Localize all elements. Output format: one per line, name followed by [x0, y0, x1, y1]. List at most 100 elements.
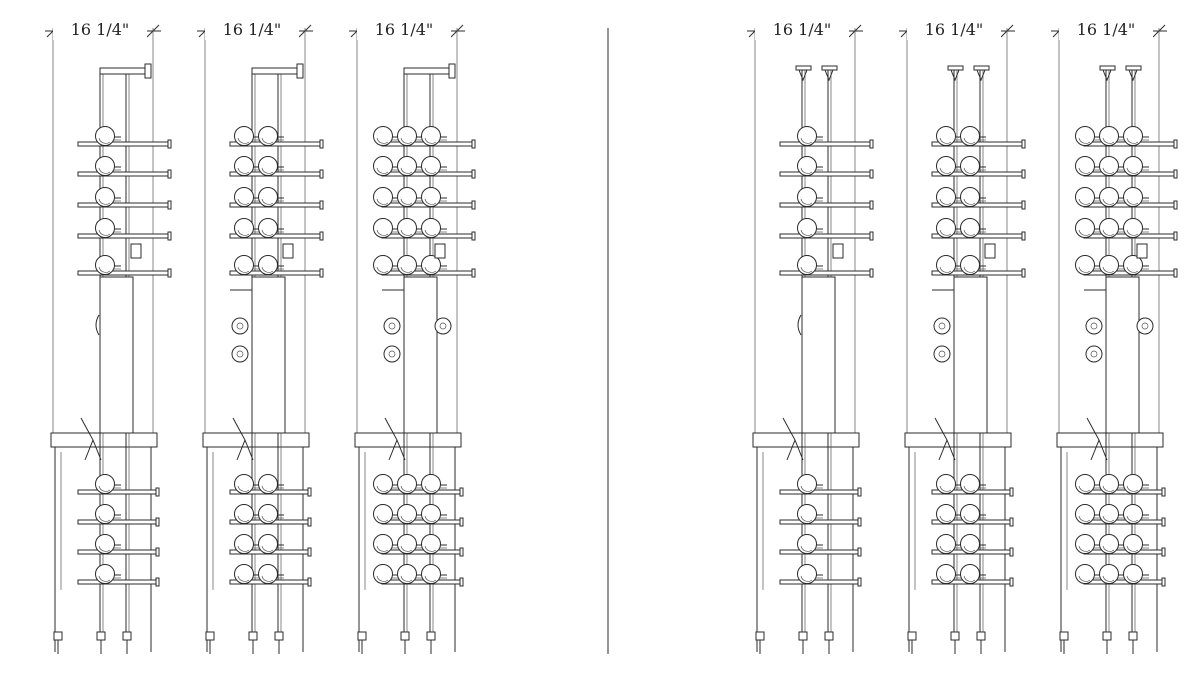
lower-bottle-3-0-1-highlight: [400, 485, 413, 492]
lower-peg-5-1-cap: [1009, 517, 1014, 527]
center-column-6: [1105, 276, 1140, 434]
rack-unit-2: [197, 24, 324, 654]
side-bracket-3: [434, 243, 446, 259]
upper-bottle-4-3-0-body: [797, 218, 817, 238]
foot-3-0: [357, 631, 367, 641]
upper-bottle-5-1-1-highlight: [963, 167, 976, 174]
upper-bottle-3-4-0: [373, 255, 399, 275]
upper-peg-1-3: [77, 233, 169, 239]
lower-bottle-6-2-2-highlight: [1126, 545, 1139, 552]
upper-bottle-3-3-2-body: [421, 218, 441, 238]
upper-bottle-6-2-2-body: [1123, 187, 1143, 207]
upper-bottle-2-2-0-body: [234, 187, 254, 207]
lower-bottle-4-3-0: [797, 564, 823, 584]
upper-bottle-3-4-0-highlight: [376, 266, 389, 273]
lower-bottle-5-3-1: [960, 564, 986, 584]
lower-bottle-6-3-1-body: [1099, 564, 1119, 584]
lower-peg-2-3-cap: [307, 577, 312, 587]
upper-peg-1-2: [77, 202, 169, 208]
ceiling-mount-6-1: [1125, 65, 1142, 71]
upper-peg-3-3-cap: [471, 231, 476, 241]
upper-bottle-2-2-1-highlight: [261, 198, 274, 205]
upper-bottle-6-4-1-body: [1099, 255, 1119, 275]
lower-bottle-3-1-0-body: [373, 504, 393, 524]
upper-bottle-5-1-0-body: [936, 156, 956, 176]
upper-bottle-2-2-1-body: [258, 187, 278, 207]
upper-peg-2-1-cap: [319, 169, 324, 179]
ceiling-mount-6-0: [1099, 65, 1116, 71]
upper-bottle-2-4-0: [234, 255, 260, 275]
lower-bottle-6-2-1-highlight: [1102, 545, 1115, 552]
lower-bottle-6-0-1: [1099, 474, 1125, 494]
upper-bottle-3-1-0-body: [373, 156, 393, 176]
lower-bottle-6-1-2-highlight: [1126, 515, 1139, 522]
lower-bottle-2-2-0-highlight: [237, 545, 250, 552]
lower-bottle-4-2-0: [797, 534, 823, 554]
lower-bottle-6-1-0: [1075, 504, 1101, 524]
upper-bottle-5-1-0-highlight: [939, 167, 952, 174]
upper-bottle-3-2-0-highlight: [376, 198, 389, 205]
lower-bottle-5-3-0: [936, 564, 962, 584]
upper-bottle-1-0-0-highlight: [98, 137, 111, 144]
mid-bottle-2-1-body: [231, 345, 249, 363]
lower-bottle-2-1-0-highlight: [237, 515, 250, 522]
ceiling-taper-5-1: [976, 69, 986, 82]
upper-bottle-5-0-0-body: [936, 126, 956, 146]
upper-bottle-3-0-0: [373, 126, 399, 146]
lower-peg-6-2: [1083, 549, 1163, 555]
ceiling-taper-4-0: [798, 69, 808, 82]
lower-peg-2-0-cap: [307, 487, 312, 497]
upper-bottle-6-2-0: [1075, 187, 1101, 207]
upper-bottle-4-1-0: [797, 156, 823, 176]
upper-bottle-5-3-0-highlight: [939, 229, 952, 236]
upper-bottle-3-0-1-highlight: [400, 137, 413, 144]
foot-1-2: [122, 631, 132, 641]
mid-bottle-5-1-body: [933, 345, 951, 363]
lower-peg-6-1: [1083, 519, 1163, 525]
upper-bottle-6-0-1-highlight: [1102, 137, 1115, 144]
upper-peg-1-0-cap: [167, 139, 172, 149]
upper-bottle-5-4-0-highlight: [939, 266, 952, 273]
upper-peg-2-4-cap: [319, 268, 324, 278]
lower-bottle-5-1-0: [936, 504, 962, 524]
lower-bottle-3-1-2-body: [421, 504, 441, 524]
lower-bottle-3-0-2: [421, 474, 447, 494]
upper-bottle-1-2-0-body: [95, 187, 115, 207]
foot-2-1: [248, 631, 258, 641]
lower-peg-3-3-cap: [459, 577, 464, 587]
dimension-label-4: 16 1/4": [755, 20, 849, 40]
upper-bottle-2-4-0-highlight: [237, 266, 250, 273]
upper-peg-4-3: [779, 233, 871, 239]
upper-bottle-3-2-2-body: [421, 187, 441, 207]
lower-bottle-3-2-2: [421, 534, 447, 554]
upper-bottle-6-0-2: [1123, 126, 1149, 146]
lower-peg-4-1-cap: [857, 517, 862, 527]
upper-bottle-3-4-2-highlight: [424, 266, 437, 273]
upper-bottle-3-0-1: [397, 126, 423, 146]
lower-peg-3-1: [381, 519, 461, 525]
mid-bottle-6-1: [1085, 345, 1103, 363]
lower-bottle-3-1-2-highlight: [424, 515, 437, 522]
foot-3-2: [426, 631, 436, 641]
lower-bottle-5-0-0: [936, 474, 962, 494]
upper-bottle-2-4-1-body: [258, 255, 278, 275]
lower-peg-4-2: [779, 549, 859, 555]
upper-bottle-4-2-0: [797, 187, 823, 207]
foot-4-2: [824, 631, 834, 641]
lower-bottle-5-3-1-highlight: [963, 575, 976, 582]
mid-bottle-2-1-punt: [236, 350, 244, 358]
lower-bottle-2-1-0-body: [234, 504, 254, 524]
upper-bottle-5-2-1-body: [960, 187, 980, 207]
upper-peg-4-4-cap: [869, 268, 874, 278]
upper-bottle-6-0-2-body: [1123, 126, 1143, 146]
lower-bottle-5-0-0-highlight: [939, 485, 952, 492]
upper-bottle-6-4-0: [1075, 255, 1101, 275]
lower-bottle-3-1-2: [421, 504, 447, 524]
rack-unit-4: [747, 24, 874, 654]
lower-bottle-6-0-2-body: [1123, 474, 1143, 494]
rack-unit-3: [349, 24, 476, 654]
upper-bottle-1-1-0-body: [95, 156, 115, 176]
upper-bottle-5-2-0-body: [936, 187, 956, 207]
upper-peg-4-4: [779, 270, 871, 276]
